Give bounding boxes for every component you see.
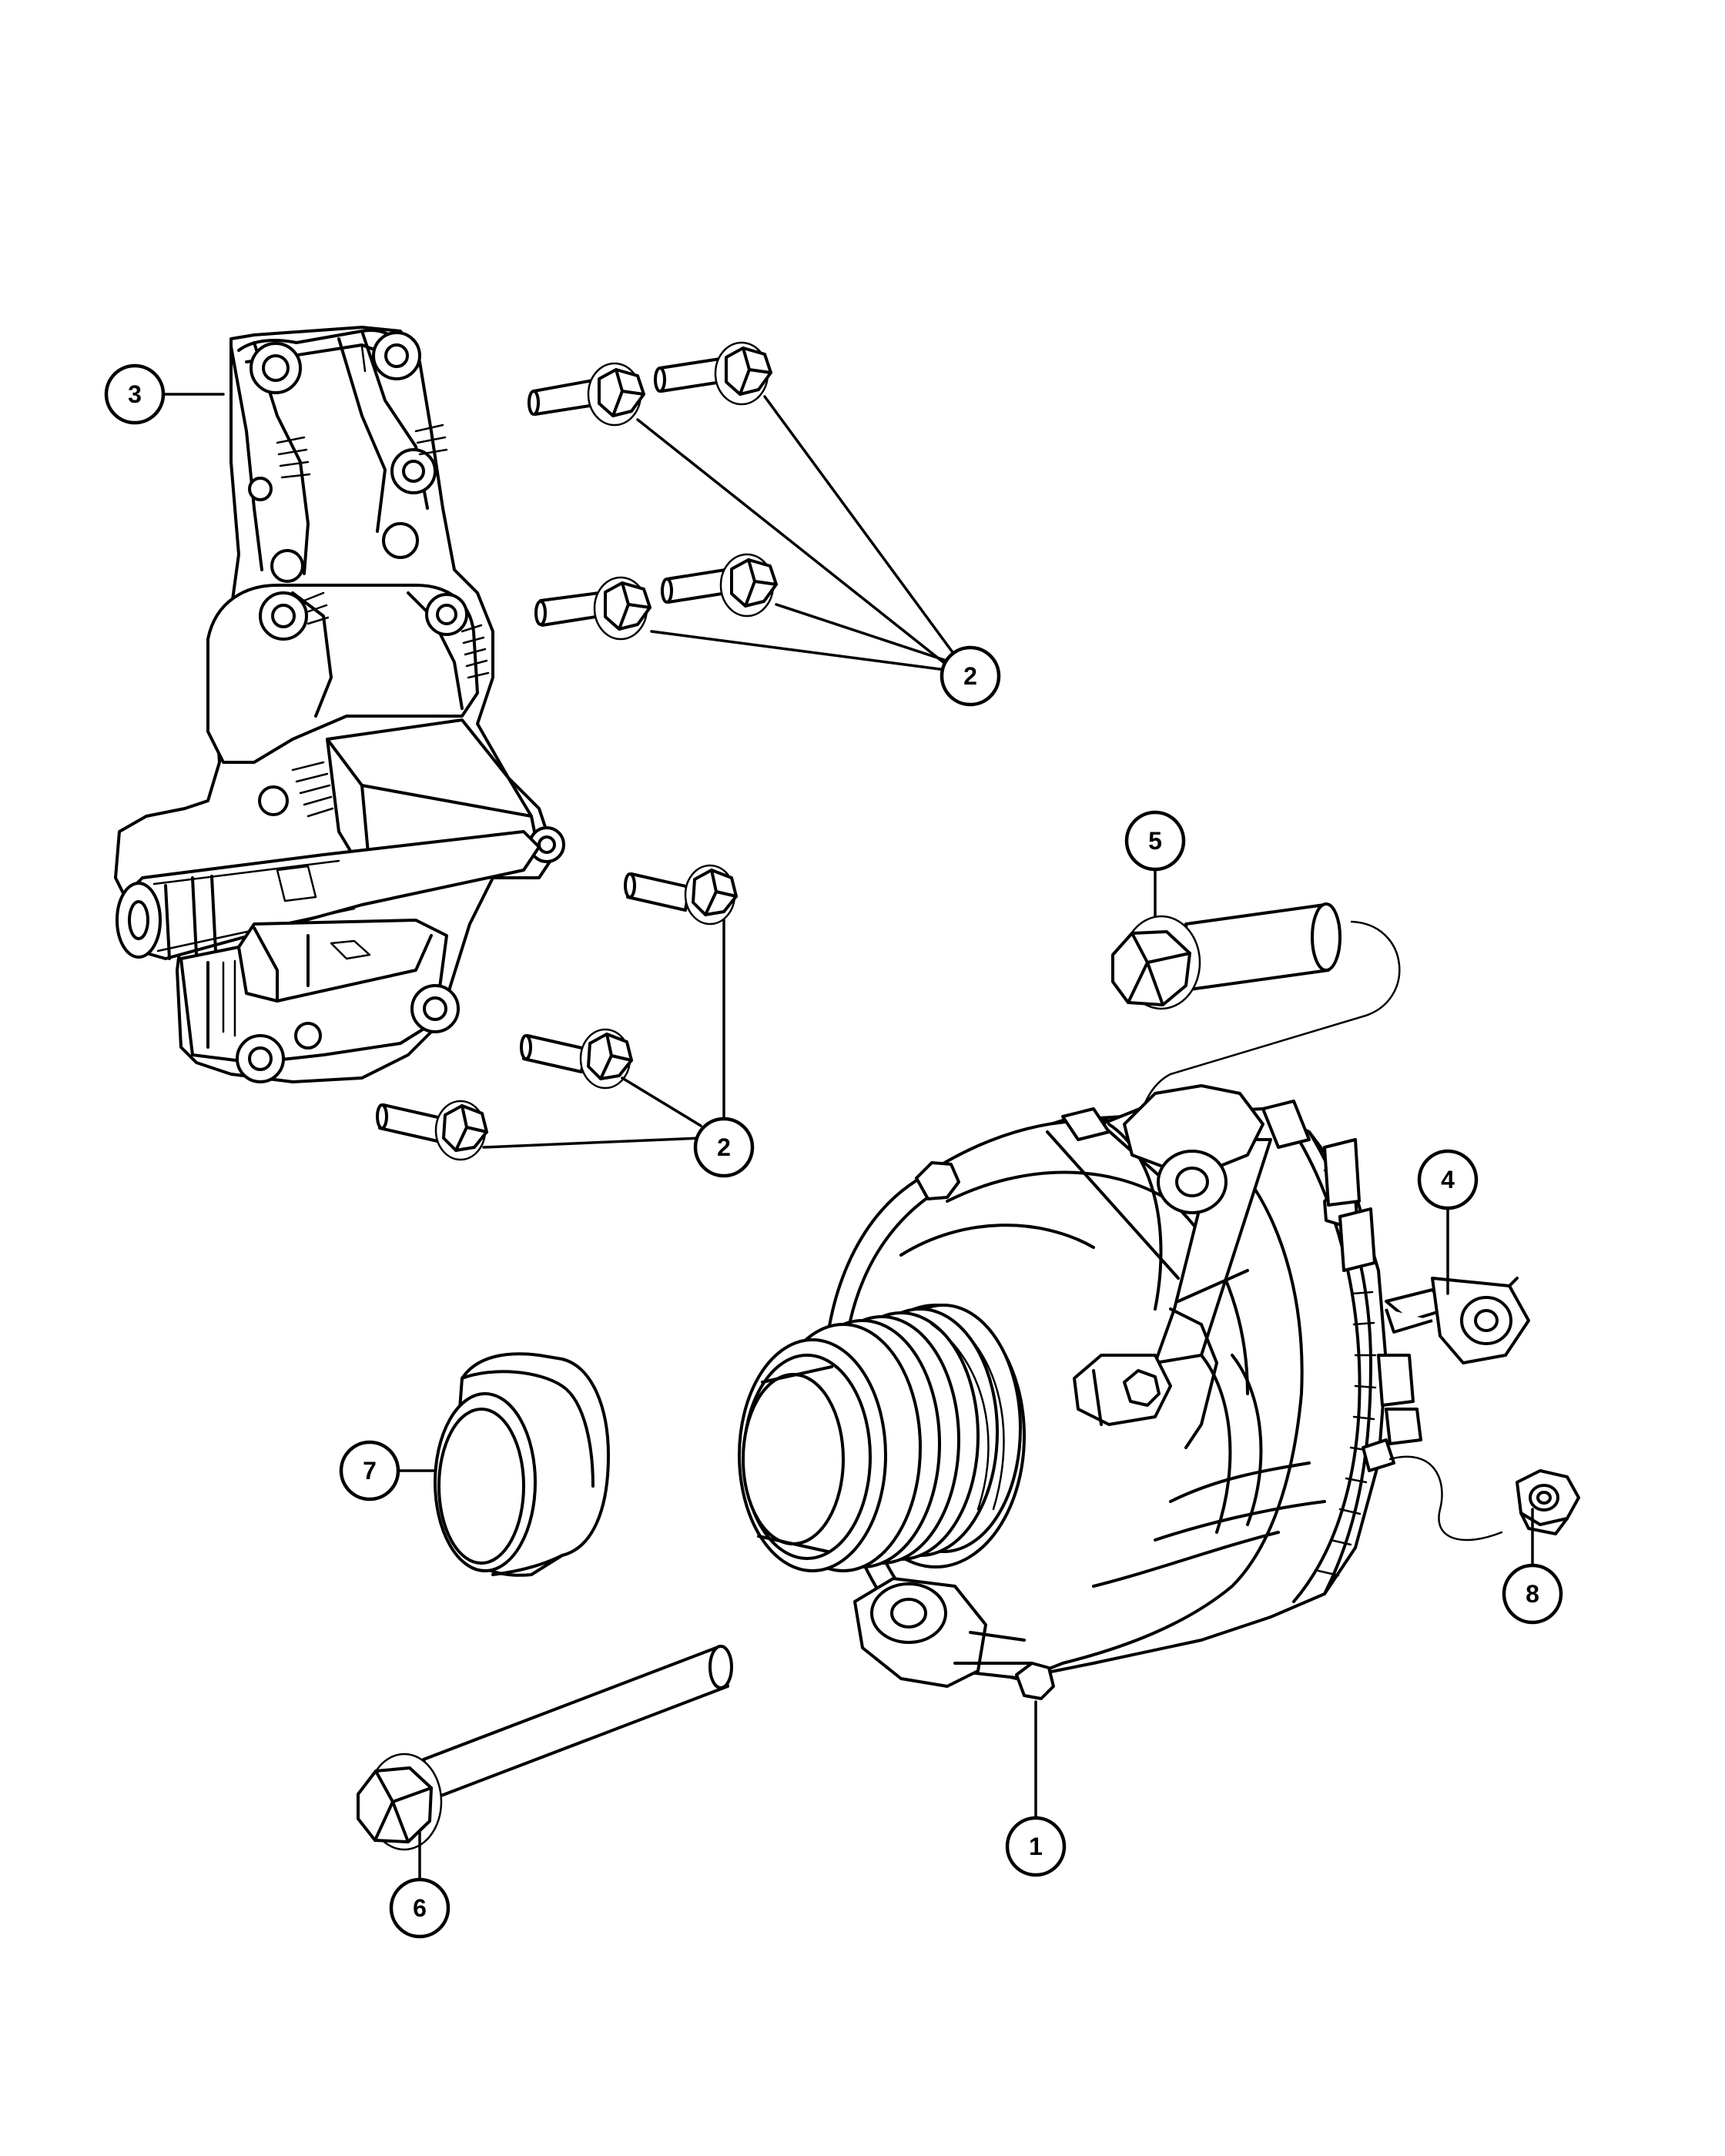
alternator bbox=[738, 1084, 1503, 1700]
callout-5: 5 bbox=[1124, 810, 1186, 872]
leader-lines bbox=[163, 393, 1534, 1880]
bolt bbox=[624, 864, 738, 926]
bolts-upper-group bbox=[528, 341, 778, 641]
callout-2-lower: 2 bbox=[693, 1116, 755, 1178]
bolt bbox=[528, 362, 645, 427]
callout-2-upper: 2 bbox=[940, 645, 1001, 707]
callout-7: 7 bbox=[339, 1440, 400, 1502]
callout-4: 4 bbox=[1417, 1149, 1479, 1210]
pulley-cap-part-7 bbox=[434, 1352, 610, 1577]
bolt bbox=[661, 553, 778, 618]
pulley bbox=[738, 1304, 1022, 1572]
callout-6: 6 bbox=[389, 1877, 451, 1939]
bolt bbox=[534, 576, 651, 641]
mounting-bracket bbox=[114, 326, 565, 1083]
nut-part-8 bbox=[1516, 1469, 1580, 1535]
svg-text:3: 3 bbox=[128, 380, 142, 408]
bolts-lower-group bbox=[376, 864, 738, 1161]
bolt-part-5 bbox=[1111, 902, 1401, 1203]
callout-8: 8 bbox=[1502, 1563, 1563, 1625]
svg-text:4: 4 bbox=[1441, 1166, 1455, 1194]
svg-text:2: 2 bbox=[717, 1133, 731, 1161]
bolt bbox=[654, 341, 772, 406]
svg-text:8: 8 bbox=[1526, 1580, 1539, 1608]
bolt-part-6 bbox=[357, 1645, 733, 1851]
callout-1: 1 bbox=[1005, 1816, 1067, 1877]
svg-text:5: 5 bbox=[1148, 827, 1162, 855]
svg-text:6: 6 bbox=[413, 1894, 427, 1922]
svg-text:1: 1 bbox=[1029, 1833, 1043, 1860]
svg-text:2: 2 bbox=[963, 662, 977, 690]
bolt bbox=[520, 1028, 633, 1090]
svg-text:7: 7 bbox=[363, 1457, 377, 1485]
callout-3: 3 bbox=[104, 363, 166, 425]
terminal-bracket-part-4 bbox=[1385, 1277, 1530, 1364]
bolt bbox=[376, 1100, 488, 1161]
